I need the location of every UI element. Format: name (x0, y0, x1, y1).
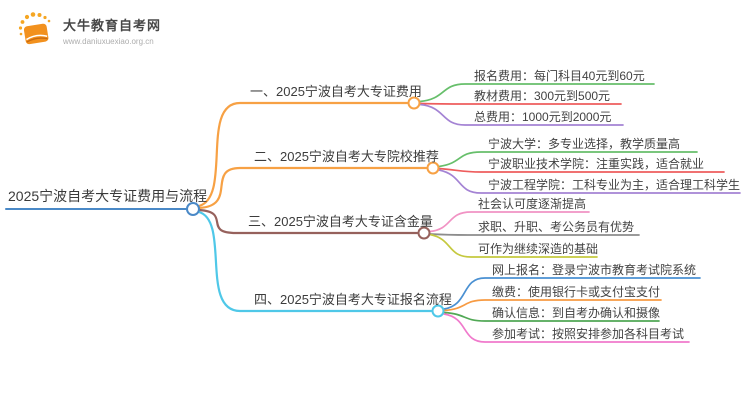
branch-4-label: 四、2025宁波自考大专证报名流程 (254, 292, 452, 307)
subtopic-label: 教材费用：300元到500元 (474, 89, 611, 103)
logo-book-icon (18, 12, 51, 45)
branch-4-connector (197, 210, 433, 313)
subtopic-connector (419, 103, 624, 126)
subtopic-connector (443, 311, 660, 322)
subtopic-connector (419, 83, 655, 103)
branch-3-connector (197, 208, 419, 235)
logo-sparkle-dots (18, 12, 51, 36)
subtopic-label: 宁波职业技术学院：注重实践，适合就业 (488, 157, 705, 171)
logo-book-shape (23, 23, 49, 45)
subtopic-label: 宁波工程学院：工科专业为主，适合理工科学生 (488, 178, 741, 192)
root-node-circle (186, 202, 200, 216)
branch-1-label: 一、2025宁波自考大专证费用 (250, 84, 422, 99)
subtopic-connector (438, 167, 725, 173)
subtopic-connector (429, 211, 590, 233)
subtopic-connector (438, 151, 698, 168)
subtopic-connector (419, 102, 622, 105)
branch-3-label: 三、2025宁波自考大专证含金量 (248, 214, 433, 229)
branch-2-label: 二、2025宁波自考大专院校推荐 (254, 149, 439, 164)
branch-1-node-circle (407, 96, 421, 110)
branch-1-connector (197, 101, 409, 208)
subtopic-label: 社会认可度逐渐提高 (478, 197, 587, 211)
subtopic-label: 缴费：使用银行卡或支付宝支付 (492, 285, 661, 299)
subtopic-connector (429, 233, 598, 258)
subtopic-label: 总费用：1000元到2000元 (474, 110, 612, 124)
site-url: www.daniuxuexiao.org.cn (63, 36, 154, 46)
subtopic-label: 网上报名：登录宁波市教育考试院系统 (492, 263, 697, 277)
branch-4-node-circle (431, 304, 445, 318)
subtopic-connector (429, 233, 640, 236)
subtopic-connector (438, 169, 741, 194)
site-name: 大牛教育自考网 (63, 17, 162, 33)
subtopic-label: 确认信息：到自考办确认和摄像 (492, 306, 661, 320)
root-topic-label: 2025宁波自考大专证费用与流程 (8, 188, 208, 204)
subtopic-connector (443, 313, 690, 343)
subtopic-label: 参加考试：按照安排参加各科目考试 (492, 327, 685, 341)
branch-2-node-circle (426, 161, 440, 175)
branch-3-node-circle (417, 226, 431, 240)
subtopic-label: 求职、升职、考公务员有优势 (478, 220, 635, 234)
subtopic-label: 宁波大学：多专业选择，教学质量高 (488, 137, 681, 151)
subtopic-label: 报名费用：每门科目40元到60元 (474, 69, 645, 83)
subtopic-connector (443, 299, 662, 312)
branch-2-connector (197, 166, 428, 210)
site-logo: 大牛教育自考网 www.daniuxuexiao.org.cn (16, 10, 161, 50)
subtopic-label: 可作为继续深造的基础 (478, 242, 599, 256)
subtopic-connector (443, 277, 701, 310)
